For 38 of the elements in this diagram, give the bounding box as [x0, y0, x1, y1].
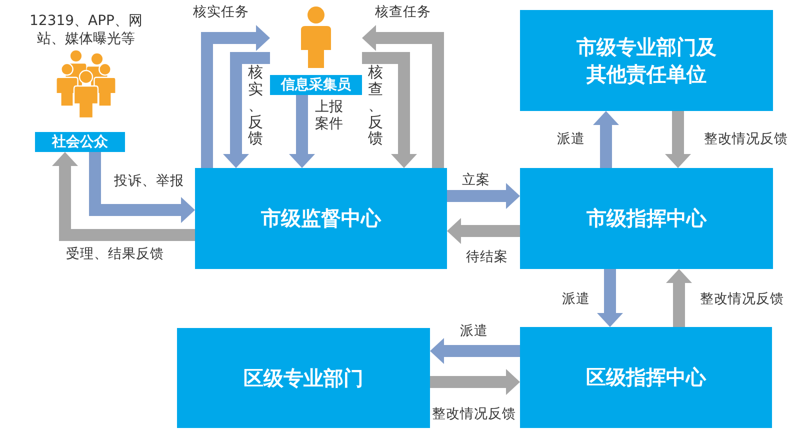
process-box: 市级指挥中心 [520, 168, 773, 269]
caption-text: 12319、APP、网站、媒体曝光等 [28, 12, 144, 48]
flow-arrow [593, 111, 619, 168]
flow-arrow [665, 111, 691, 168]
edge-label: 核实、反馈 [248, 64, 263, 146]
flow-arrow [597, 269, 623, 327]
edge-label: 派遣 [460, 323, 488, 340]
flow-arrow [362, 25, 444, 168]
flow-arrow [430, 369, 520, 395]
flow-arrow [447, 218, 520, 244]
flow-arrow [362, 52, 417, 168]
flow-arrow [666, 269, 692, 327]
flow-arrow [52, 152, 195, 241]
process-box: 市级专业部门及其他责任单位 [520, 10, 773, 111]
edge-label: 整改情况反馈 [432, 406, 516, 422]
edge-label: 受理、结果反馈 [66, 246, 164, 262]
edge-label: 上报案件 [315, 99, 343, 133]
process-box: 区级专业部门 [177, 328, 430, 428]
edge-label: 整改情况反馈 [704, 131, 788, 148]
edge-label: 待结案 [466, 249, 508, 266]
flow-arrow [289, 95, 315, 168]
edge-label: 核查、反馈 [368, 64, 383, 146]
edge-label: 投诉、举报 [114, 173, 184, 190]
edge-label: 整改情况反馈 [700, 291, 784, 308]
flow-arrow [223, 52, 270, 168]
flow-arrow [89, 152, 195, 223]
edge-label: 派遣 [562, 291, 590, 308]
edge-label: 派遣 [557, 131, 585, 148]
flow-arrow [201, 25, 270, 168]
edge-label: 核实任务 [193, 4, 249, 20]
flow-arrow [447, 183, 520, 209]
process-box: 市级监督中心 [195, 168, 447, 269]
role-label: 信息采集员 [270, 75, 362, 95]
edge-label: 核查任务 [375, 4, 431, 20]
edge-label: 立案 [462, 172, 490, 188]
process-box: 区级指挥中心 [520, 327, 772, 428]
role-label: 社会公众 [35, 132, 125, 152]
flow-arrow [430, 338, 520, 364]
